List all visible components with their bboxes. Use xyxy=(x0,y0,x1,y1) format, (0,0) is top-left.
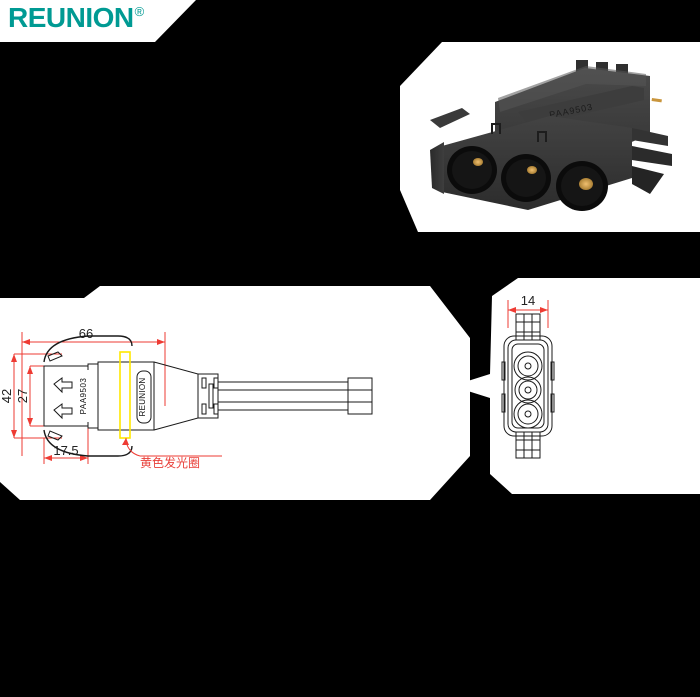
embossed-marking-strip xyxy=(518,86,644,126)
port-frame xyxy=(511,343,545,429)
direction-arrows xyxy=(53,377,73,420)
drawing-brand-label: REUNION xyxy=(138,378,147,417)
dimension-17-5 xyxy=(43,426,89,464)
dimension-14 xyxy=(507,300,549,328)
front-port-3 xyxy=(513,399,543,429)
side-drawing-panel: 66 42 27 xyxy=(0,286,470,500)
dimension-42-label: 42 xyxy=(0,389,14,403)
product-photo-image: PAA9503 xyxy=(430,60,672,211)
body-taper xyxy=(153,361,199,431)
solder-pin xyxy=(651,97,662,103)
side-view-drawing: 66 42 27 xyxy=(0,326,373,470)
port-1 xyxy=(447,146,497,194)
connector-outline xyxy=(43,335,373,457)
direction-arrow-2 xyxy=(53,403,73,420)
outer-shell xyxy=(503,335,553,437)
port-3 xyxy=(556,161,608,211)
annotation-leader xyxy=(122,437,222,457)
annotation-chinese-text: 黄色发光圈 xyxy=(140,455,200,470)
yellow-ring-marker xyxy=(119,351,131,439)
relief-slot-4 xyxy=(213,377,219,389)
latch-arc-top xyxy=(43,335,133,363)
cable-end xyxy=(347,377,373,415)
relief-slot-2 xyxy=(201,403,207,415)
logo-panel: REUNION ® xyxy=(0,0,196,42)
brand-logo: REUNION ® xyxy=(8,4,144,32)
relief-slot-3 xyxy=(208,383,214,409)
brand-name: REUNION xyxy=(8,2,134,33)
latch-slot-left-2 xyxy=(501,393,506,413)
latch-slot-right-2 xyxy=(550,393,555,413)
side-rails xyxy=(632,128,672,194)
latch-slot-left xyxy=(501,361,506,381)
part-number-label: PAA9503 xyxy=(79,378,88,415)
relief-slot-1 xyxy=(201,377,207,389)
dimension-66 xyxy=(21,332,166,456)
latch-slot-right xyxy=(550,361,555,381)
port-group xyxy=(447,146,608,211)
latch-notch-bottom xyxy=(47,430,63,441)
front-view-drawing: 14 xyxy=(501,293,555,459)
dimension-27-label: 27 xyxy=(15,389,30,403)
registered-trademark-icon: ® xyxy=(134,4,145,19)
dimension-17-5-label: 17.5 xyxy=(53,443,78,458)
part-label-bg xyxy=(78,370,90,422)
direction-arrow-1 xyxy=(53,377,73,394)
housing-left-chamfer xyxy=(430,142,444,194)
latch-notch-top xyxy=(47,351,63,362)
port-2 xyxy=(501,154,551,202)
dimension-14-label: 14 xyxy=(521,293,535,308)
front-drawing-panel: 14 xyxy=(452,278,700,494)
dimension-27 xyxy=(27,365,70,427)
dimension-66-label: 66 xyxy=(79,326,93,341)
relief-slot-5 xyxy=(213,403,219,415)
cable-body xyxy=(217,381,349,411)
housing-ridge xyxy=(498,66,646,112)
front-connector-outline xyxy=(501,313,555,459)
product-photo-panel: PAA9503 xyxy=(400,42,700,232)
inner-shell xyxy=(507,339,549,433)
brand-label-box xyxy=(136,370,152,424)
latch-lever xyxy=(430,108,470,128)
front-port-1 xyxy=(513,351,543,381)
strain-relief xyxy=(197,373,219,419)
polarity-symbols xyxy=(491,123,547,142)
front-port-2 xyxy=(514,376,542,404)
body-front-block xyxy=(97,361,155,431)
